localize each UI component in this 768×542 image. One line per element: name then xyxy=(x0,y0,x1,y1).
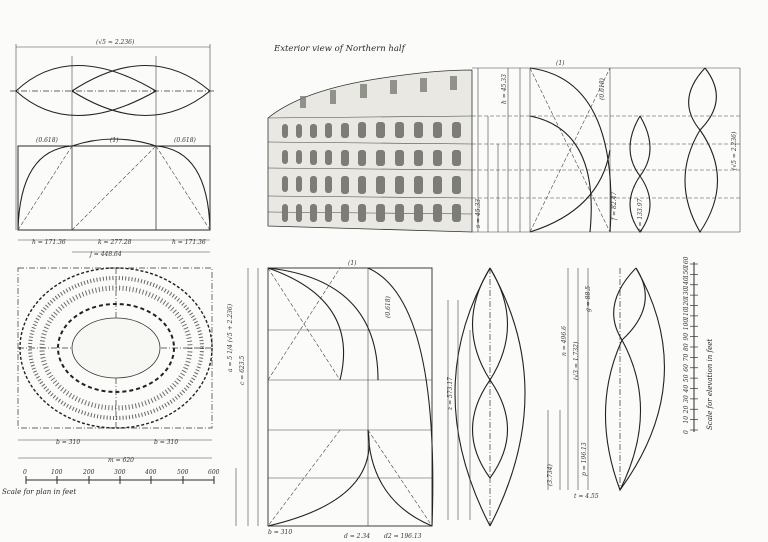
elevation-scale-tick: 120 xyxy=(683,298,690,310)
label-n: n = 496.6 xyxy=(561,326,568,356)
page-title: Exterior view of Northern half xyxy=(273,44,407,54)
elevation-scale-tick: 80 xyxy=(683,343,690,351)
elevation-scale-tick: 30 xyxy=(683,395,690,403)
elevation-scale-tick: 150 xyxy=(683,267,690,279)
label-t: t = 4.55 xyxy=(574,493,599,500)
elevation-scale-caption: Scale for elevation in feet xyxy=(706,339,714,430)
elevation-scale-tick: 60 xyxy=(683,364,690,372)
top-right-elevation xyxy=(472,67,741,234)
label-e: e = 133.97 xyxy=(637,198,644,232)
label-frac: (3.734) xyxy=(547,463,554,486)
elevation-scale-tick: 70 xyxy=(683,354,690,362)
plan-scale-tick: 600 xyxy=(208,469,220,476)
label-plan-m: m = 620 xyxy=(108,457,134,464)
top-left-arch-panel xyxy=(17,138,211,253)
label-top-right-ratio2: (0.618) xyxy=(599,77,606,100)
plan-scale-tick: 100 xyxy=(51,469,63,476)
label-ratio-right: (0.618) xyxy=(174,137,197,144)
elevation-scale-tick: 160 xyxy=(683,256,690,268)
elevation-scale-tick: 140 xyxy=(683,277,690,289)
label-plan-b-left: b = 310 xyxy=(56,439,80,446)
label-center-ratio2: (0.618) xyxy=(385,295,392,318)
center-elevation-grid xyxy=(235,267,434,527)
plan-scale-labels: 0 100 200 300 400 500 600 xyxy=(23,469,220,476)
elevation-scale-tick: 50 xyxy=(683,374,690,382)
plan-scale-caption: Scale for plan in feet xyxy=(2,488,76,496)
label-ratio-left: (0.618) xyxy=(36,137,59,144)
label-p: p = 196.13 xyxy=(581,442,588,476)
elevation-scale-tick: 40 xyxy=(683,385,690,394)
top-left-arc-band xyxy=(10,44,216,230)
label-g: g = 88.5 xyxy=(585,286,592,312)
elevation-scale-tick: 130 xyxy=(683,287,690,299)
label-bottom-b: b = 310 xyxy=(268,529,292,536)
elevation-scale-tick: 110 xyxy=(683,308,690,320)
plan-scale-tick: 200 xyxy=(82,469,95,476)
colosseum-illustration xyxy=(267,69,473,233)
label-plan-a: a = 5 1/4 (√5 + 2.236) xyxy=(227,303,234,372)
label-sqrt5: (√5 = 2.236) xyxy=(731,131,738,170)
label-bottom-d2: d2 = 196.13 xyxy=(384,533,422,540)
plan-scale-tick: 400 xyxy=(144,469,157,476)
elevation-scale-tick: 100 xyxy=(683,319,690,331)
label-h-right: h = 171.36 xyxy=(172,239,206,246)
label-j: j = 448.64 xyxy=(88,251,122,258)
colosseum-plan xyxy=(17,267,213,459)
label-top-width: (√5 ≈ 2.236) xyxy=(96,39,135,46)
label-plan-b-right: b = 310 xyxy=(154,439,178,446)
vesica-chain-right xyxy=(547,267,665,492)
label-plan-c: c = 623.5 xyxy=(239,355,246,385)
elevation-scale-tick: 10 xyxy=(683,416,690,424)
label-bottom-d: d = 2.34 xyxy=(344,533,370,540)
vesica-chain-center xyxy=(447,267,526,527)
label-center-ratio: (1) xyxy=(348,260,357,267)
plan-scale-bar xyxy=(25,476,215,484)
label-k: k = 277.28 xyxy=(98,239,132,246)
elevation-scale-tick: 0 xyxy=(683,430,690,434)
elevation-scale-tick: 20 xyxy=(683,405,690,414)
label-ratio-mid: (1) xyxy=(110,137,119,144)
plan-scale-tick: 0 xyxy=(23,469,27,476)
label-h-left: h = 171.36 xyxy=(32,239,66,246)
plan-scale-tick: 500 xyxy=(177,469,189,476)
elevation-scale-tick: 90 xyxy=(683,333,690,341)
label-f: f = 82.47 xyxy=(611,192,618,221)
label-top-right-ratio: (1) xyxy=(556,60,565,67)
label-z: z = 573.17 xyxy=(447,377,454,411)
plan-scale-tick: 300 xyxy=(114,469,126,476)
label-h: h = 45.33 xyxy=(501,74,508,104)
label-sqrt3: (√3 = 1.732) xyxy=(573,341,580,380)
label-s: s = 45.33 xyxy=(475,199,482,228)
